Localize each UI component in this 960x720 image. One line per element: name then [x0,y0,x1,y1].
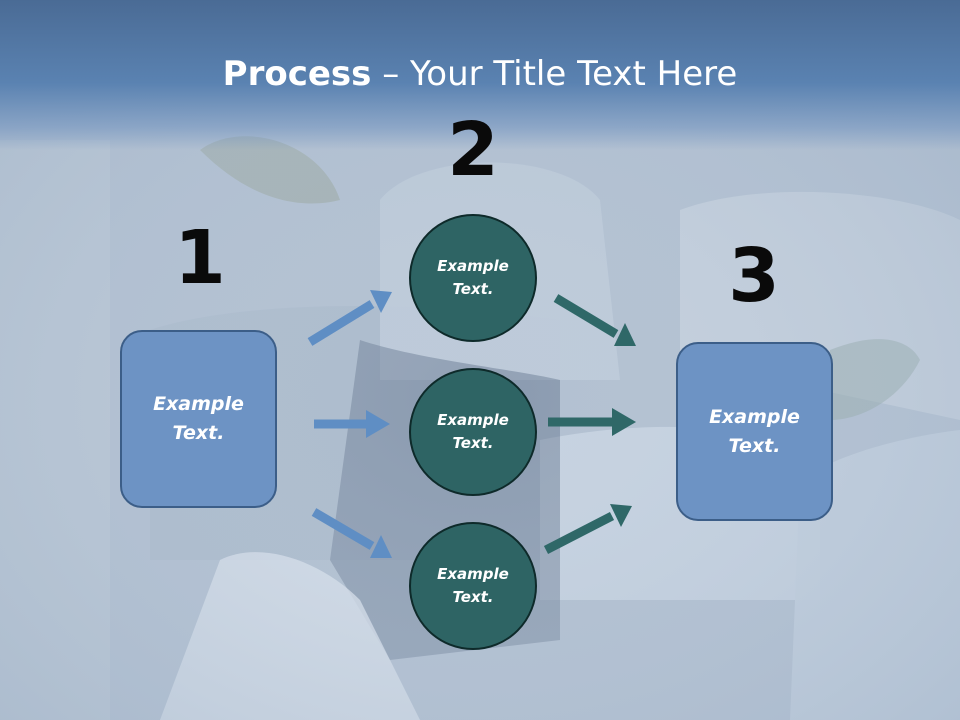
step-2-text-bottom: Example Text. [437,565,509,606]
step-1-text: Example Text. [153,393,244,444]
step-number-3: 3 [728,233,780,319]
arrow-out-middle [548,408,636,436]
title-strong: Process [222,54,372,94]
title-rest: Your Title Text Here [410,54,738,94]
arrow-out-up [543,504,632,555]
step-1-box: Example Text. [120,330,277,508]
step-2-circle-bottom: Example Text. [409,522,537,650]
arrow-in-middle [314,410,390,438]
step-number-1: 1 [174,215,226,301]
step-2-circle-top: Example Text. [409,214,537,342]
header-band [0,0,960,150]
step-2-circle-middle: Example Text. [409,368,537,496]
arrow-out-down [553,294,636,346]
step-3-text: Example Text. [709,405,800,457]
step-2-text-middle: Example Text. [437,411,509,452]
title-dash: – [371,54,411,94]
step-2-text-top: Example Text. [437,257,509,298]
step-number-2: 2 [447,107,499,193]
arrow-in-up [307,290,392,346]
step-3-box: Example Text. [676,342,833,521]
arrow-in-down [311,508,392,558]
slide-title: Process – Your Title Text Here [0,52,960,96]
